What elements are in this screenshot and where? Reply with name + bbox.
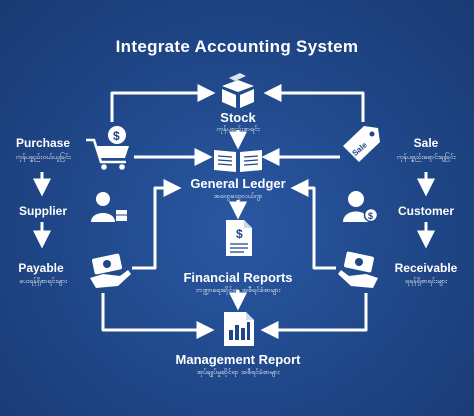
node-management-report-sub: အုပ်ချုပ်မှုဆိုင်ရာ အစီရင်ခံစာများ	[196, 368, 280, 376]
arrow-sale-to-stock	[263, 84, 365, 122]
node-financial-reports-sub: ဘဏ္ဍာရေးဆိုင်ရာ အစီရင်ခံစာများ	[195, 286, 281, 294]
arrow-receivable-to-management	[260, 293, 368, 339]
svg-text:$: $	[236, 227, 243, 241]
node-sale-sub: ကုန်ပစ္စည်းရောင်းချခြင်း	[396, 153, 456, 161]
node-stock-label: Stock	[220, 110, 256, 125]
arrow-purchase-to-stock	[110, 84, 216, 122]
supplier-person-icon	[91, 192, 127, 222]
node-general-ledger-label: General Ledger	[190, 176, 286, 191]
node-sale-label: Sale	[413, 136, 439, 150]
arrow-payable-to-management	[101, 293, 215, 339]
node-receivable-sub: ရရန်ရှိစာရင်းများ	[405, 277, 447, 285]
node-purchase-sub: ကုန်ပစ္စည်းဝယ်ယူခြင်း	[15, 153, 71, 161]
payment-hand-icon	[90, 253, 131, 288]
customer-person-icon: $	[343, 191, 379, 223]
node-purchase-label: Purchase	[15, 136, 71, 150]
report-icon	[224, 312, 254, 346]
node-financial-reports-label: Financial Reports	[183, 270, 293, 285]
ledger-icon	[214, 150, 262, 172]
sale-tag-icon: Sale	[343, 126, 380, 162]
arrow-receivable-icon-to-ledger	[290, 179, 336, 270]
node-payable-label: Payable	[18, 261, 64, 275]
node-receivable-label: Receivable	[394, 261, 458, 275]
document-icon: $	[226, 220, 252, 256]
diagram-title: Integrate Accounting System	[115, 37, 359, 56]
node-payable-sub: ပေးရန်ရှိစာရင်းများ	[19, 277, 67, 285]
cart-icon: $	[86, 126, 129, 170]
svg-text:$: $	[113, 129, 120, 143]
svg-text:$: $	[368, 211, 373, 221]
receipt-hand-icon	[338, 251, 378, 288]
node-management-report-label: Management Report	[175, 352, 301, 367]
node-general-ledger-sub: အထွေထွေလယ်ဂျာ	[213, 192, 263, 200]
node-supplier-label: Supplier	[18, 204, 67, 218]
box-icon	[222, 73, 254, 108]
node-customer-label: Customer	[397, 204, 454, 218]
node-stock-sub: ကုန်ပစ္စည်းစာရင်း	[216, 125, 260, 133]
arrow-payable-icon-to-ledger	[132, 179, 182, 270]
